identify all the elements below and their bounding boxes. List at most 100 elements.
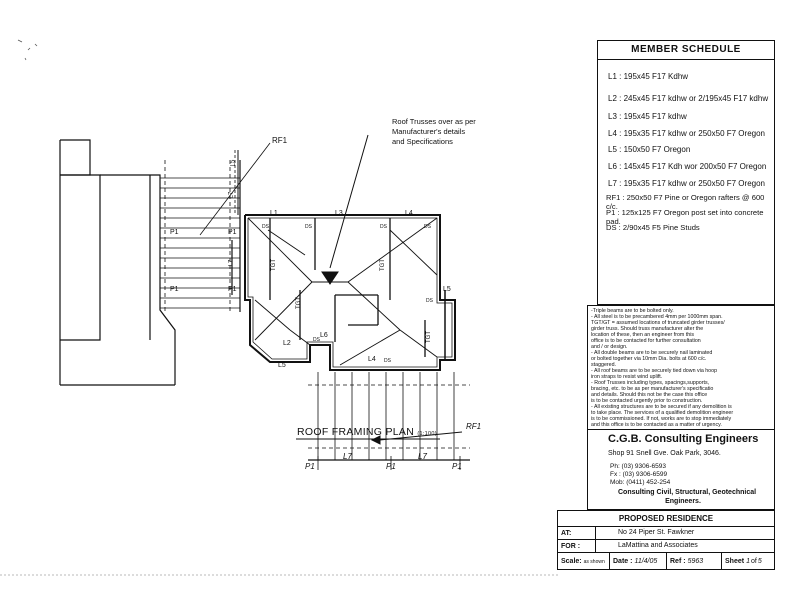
note-line: office is to be contacted for further co…	[591, 338, 701, 344]
company-address: Shop 91 Snell Gve. Oak Park, 3046.	[608, 450, 721, 457]
at-label: AT:	[558, 527, 596, 540]
sheet-cell: Sheet 1 of 5	[722, 553, 774, 570]
schedule-item: L4 : 195x35 F17 kdhw or 250x50 F7 Oregon	[608, 129, 765, 138]
schedule-item: RF1 : 250x50 F7 Pine or Oregon rafters @…	[606, 193, 765, 211]
company-panel: C.G.B. Consulting Engineers Shop 91 Snel…	[587, 430, 775, 510]
p1-label: P1	[170, 229, 179, 236]
note-line: - All existing structures are to be secu…	[591, 404, 732, 410]
truss-note-line: Roof Trusses over as per	[392, 117, 476, 126]
note-line: - Roof Trusses including types, spacings…	[591, 380, 710, 386]
schedule-item: L6 : 145x45 F17 Kdh wor 200x50 F7 Oregon	[608, 162, 767, 171]
title-block-meta-row: Scale: as shown Date : 11/4/05 Ref : 596…	[558, 552, 774, 570]
note-line: and this office is to be contacted as a …	[591, 422, 722, 428]
wall-lines	[269, 218, 426, 357]
plan-title-text: ROOF FRAMING PLAN	[297, 426, 415, 438]
plan-scale: (1:100)	[417, 431, 437, 437]
ds-label: DS	[262, 224, 269, 230]
project-title: PROPOSED RESIDENCE	[618, 514, 714, 523]
tgt-label: TGT	[296, 297, 302, 309]
company-phone: Ph: (03) 9306-6593	[610, 463, 667, 470]
existing-building-left	[59, 139, 176, 386]
title-block-for-row: FOR : LaMattina and Associates	[558, 539, 774, 553]
at-value: No 24 Piper St. Fawkner	[618, 529, 695, 536]
note-line: is to be commissioned. If not, works are…	[591, 416, 732, 422]
p1-label-lower: P1	[305, 462, 315, 471]
note-line: and details. Should this not be the case…	[591, 392, 708, 398]
sheet-total: 5	[757, 558, 762, 565]
member-schedule-panel: MEMBER SCHEDULE L1 : 195x45 F17 Kdhw L2 …	[597, 40, 775, 305]
p1-label: P1	[228, 229, 237, 236]
schedule-item: L5 : 150x50 F7 Oregon	[608, 145, 691, 154]
ref-label: Ref :	[670, 558, 686, 565]
ds-label: DS	[384, 358, 391, 364]
p1-label-lower: P1	[452, 462, 462, 471]
tgt-label: TGT	[426, 331, 432, 343]
company-services-line: Engineers.	[665, 498, 701, 505]
title-block: PROPOSED RESIDENCE AT: No 24 Piper St. F…	[557, 510, 775, 570]
note-line: bracing, etc. to be as per manufacturer'…	[591, 386, 714, 392]
beam-label-l4: L4	[368, 356, 376, 363]
l7-label-lower: L7	[418, 452, 427, 461]
ref-value: 5963	[687, 558, 704, 565]
rf1-lower-rafters	[308, 372, 470, 470]
note-line: location of these, then an engineer from…	[591, 332, 695, 338]
company-services-line: Consulting Civil, Structural, Geotechnic…	[618, 489, 757, 496]
note-line: staggered.	[591, 362, 617, 368]
tgt-label: TGT	[380, 259, 386, 271]
beam-label-l7: L7	[228, 259, 235, 267]
sheet-value: 1	[746, 558, 750, 565]
sheet-label: Sheet	[725, 558, 745, 565]
note-line: and / or design.	[591, 344, 628, 350]
truss-note: Roof Trusses over as per Manufacturer's …	[392, 117, 476, 147]
company-services: Consulting Civil, Structural, Geotechnic…	[618, 488, 757, 506]
ds-label: DS	[313, 337, 320, 343]
company-mobile: Mob: (0411) 452-254	[610, 479, 671, 486]
notes-panel: -Triple beams are to be bolted only. - A…	[587, 305, 775, 430]
rf1-label-left: RF1	[272, 136, 288, 145]
ds-label: DS	[305, 224, 312, 230]
rf1-leader-left	[199, 142, 271, 236]
member-schedule-title: MEMBER SCHEDULE	[598, 41, 774, 60]
schedule-item: L7 : 195x35 F17 kdhw or 250x50 F7 Oregon	[608, 179, 765, 188]
truss-note-line: and Specifications	[392, 137, 453, 146]
schedule-item: L1 : 195x45 F17 Kdhw	[608, 72, 689, 81]
schedule-item: L2 : 245x45 F17 kdhw or 2/195x45 F17 kdh…	[608, 94, 769, 103]
scale-value: as shown	[583, 558, 605, 565]
date-value: 11/4/05	[634, 558, 658, 565]
scale-label: Scale:	[561, 558, 582, 565]
ds-label: DS	[426, 298, 433, 304]
rf1-rafters	[160, 160, 241, 312]
p1-label: P1	[170, 286, 179, 293]
company-name: C.G.B. Consulting Engineers	[608, 433, 759, 445]
note-line: - All steel is to be precambered 4mm per…	[591, 314, 723, 320]
rf1-label-lower: RF1	[466, 422, 482, 431]
schedule-item: P1 : 125x125 F7 Oregon post set into con…	[606, 208, 764, 226]
p1-label-lower: P1	[386, 462, 396, 471]
for-label: FOR :	[558, 540, 596, 553]
company-fax: Fx : (03) 9306-6599	[610, 471, 668, 478]
beam-label-l6: L6	[320, 332, 328, 339]
note-line: iron straps to resist wind uplift.	[591, 374, 663, 380]
for-value: LaMattina and Associates	[618, 542, 698, 549]
beam-label-l7: L7	[228, 191, 235, 199]
scan-specks	[17, 39, 38, 61]
schedule-item: L3 : 195x45 F17 kdhw	[608, 112, 687, 121]
scale-cell: Scale: as shown	[558, 553, 610, 570]
schedule-item: DS : 2/90x45 F5 Pine Studs	[606, 223, 700, 232]
beam-label-l4: L4	[405, 210, 413, 217]
beam-label-l3: L3	[335, 210, 343, 217]
beam-label-l1: L1	[270, 210, 278, 217]
date-label: Date :	[613, 558, 633, 565]
roof-hips	[247, 217, 438, 366]
date-cell: Date : 11/4/05	[610, 553, 667, 570]
sheet-of: of	[750, 558, 757, 565]
beam-label-l2: L2	[283, 340, 291, 347]
note-line: - All roof beams are to be securely tied…	[591, 368, 718, 374]
note-line: or bolted together via 10mm Dia. bolts a…	[591, 356, 707, 362]
note-line: is to be contacted urgently prior to con…	[591, 398, 703, 404]
note-line: to take place. The services of a qualifi…	[591, 410, 734, 416]
truss-arrow	[321, 134, 369, 285]
truss-note-line: Manufacturer's details	[392, 127, 466, 136]
beam-label-l5: L5	[278, 362, 286, 369]
